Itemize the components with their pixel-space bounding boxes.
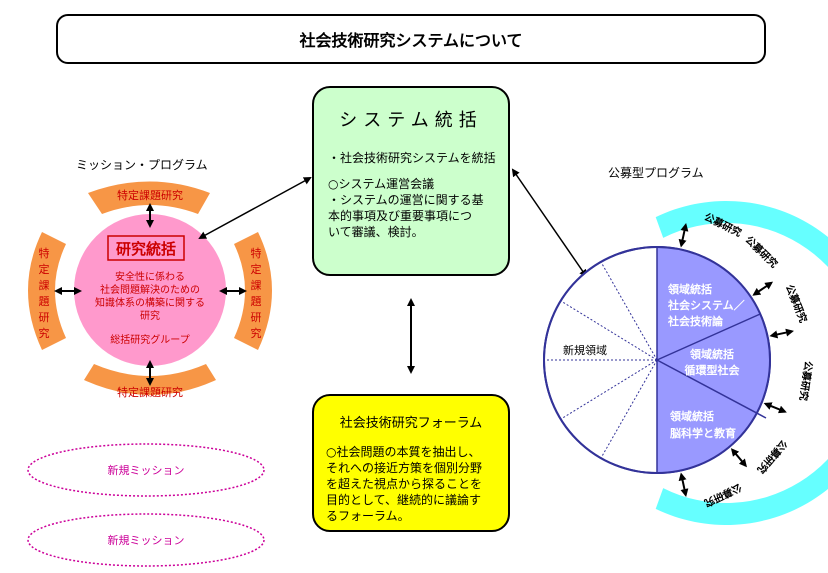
mission-center-title: 研究統括 (116, 240, 176, 258)
seg2-line2: 循環型社会 (685, 363, 741, 377)
new-mission-label-2: 新規ミッション (108, 533, 185, 547)
arrow-system-public (511, 168, 588, 278)
dotted-ray-5 (600, 359, 658, 459)
arc-top-label: 特定課題研究 (117, 188, 183, 202)
dotted-ray-1 (600, 261, 658, 361)
arc-top (88, 181, 210, 214)
divider-upper (656, 313, 761, 361)
koubo-label: 公募研究 (797, 360, 815, 401)
new-area-label: 新規領域 (563, 343, 607, 357)
arc-bottom-label: 特定課題研究 (117, 385, 183, 399)
new-mission-label-1: 新規ミッション (108, 463, 185, 477)
seg3-line2: 脳科学と教育 (670, 426, 736, 440)
mission-center-line4: 研究 (140, 309, 160, 322)
koubo-arrow (678, 223, 689, 248)
mission-center-circle (74, 214, 226, 366)
page-title-text: 社会技術研究システムについて (299, 31, 523, 50)
mission-center-group: 総括研究グループ (110, 333, 189, 346)
arc-right (234, 232, 272, 350)
arc-left-label-char: 課 (39, 278, 50, 292)
seg3-line1: 領域統括 (669, 409, 714, 423)
system-box-line5: いて審議、検討。 (328, 225, 424, 239)
arc-left-label-char: 特 (39, 246, 50, 260)
koubo-arrows (678, 223, 794, 497)
koubo-arrow (730, 448, 747, 468)
new-mission-ellipse-2 (27, 513, 265, 567)
arc-right-label: 特定課題研究 (251, 246, 262, 340)
koubo-label: 公募研究 (754, 437, 790, 476)
forum-box-line5: るフォーラム。 (326, 509, 410, 523)
arc-right-label-char: 定 (251, 262, 262, 276)
mission-program-label: ミッション・プログラム (76, 158, 208, 172)
system-box: システム統括 ・社会技術研究システムを統括 ○システム運営会議 ・システムの運営… (312, 86, 510, 276)
system-box-line4: 本的事項及び重要事項につ (328, 209, 473, 223)
seg1-line1: 領域統括 (667, 282, 712, 296)
koubo-label: 公募研究 (783, 283, 810, 325)
forum-box-line3: を超えた視点から探ることを (326, 477, 483, 491)
forum-box-title: 社会技術研究フォーラム (339, 416, 483, 431)
forum-box-line1: ○社会問題の本質を抽出し、 (326, 445, 481, 459)
seg1-line3: 社会技術論 (667, 314, 724, 328)
arrow-system-mission (198, 177, 312, 239)
arc-left (28, 232, 66, 350)
mission-center-line3: 知識体系の構築に関する (95, 296, 205, 309)
koubo-arrow (678, 472, 689, 497)
arc-left-label-char: 究 (39, 326, 50, 340)
arc-right-label-char: 究 (251, 326, 262, 340)
arc-right-label-char: 題 (251, 295, 262, 308)
divider-lower (656, 359, 767, 419)
mission-center-line1: 安全性に係わる (115, 270, 185, 283)
dotted-ray-2 (560, 300, 658, 361)
system-box-line2: ○システム運営会議 (328, 177, 435, 191)
new-mission-ellipse-1 (27, 443, 265, 497)
page-title: 社会技術研究システムについて (56, 14, 766, 64)
koubo-arrow (763, 402, 787, 414)
arc-left-label: 特定課題研究 (39, 246, 50, 340)
forum-box-line2: それへの接近方策を個別分野 (326, 461, 483, 475)
mission-center-line2: 社会問題解決のための (100, 283, 200, 296)
forum-box-line4: 目的として、継続的に議論す (326, 493, 482, 507)
arc-right-label-char: 研 (251, 311, 262, 324)
arc-left-label-char: 題 (39, 295, 50, 308)
forum-box: 社会技術研究フォーラム ○社会問題の本質を抽出し、 それへの接近方策を個別分野 … (312, 394, 510, 532)
koubo-arrow (752, 281, 774, 296)
system-box-line1: ・社会技術研究システムを統括 (328, 151, 496, 165)
system-box-title: システム統括 (339, 110, 483, 131)
dotted-ray-4 (560, 359, 658, 420)
arc-right-label-char: 課 (251, 278, 262, 292)
public-filled-half (657, 247, 770, 473)
koubo-ring (655, 201, 828, 525)
koubo-label: 公募研究 (743, 233, 781, 270)
public-program-label: 公募型プログラム (608, 166, 704, 180)
seg1-line2: 社会システム／ (667, 298, 745, 312)
seg2-line1: 領域統括 (689, 347, 734, 361)
mission-center-title-box (107, 235, 185, 261)
system-box-line3: ・システムの運営に関する基 (328, 193, 484, 207)
arc-left-label-char: 研 (39, 311, 50, 324)
koubo-arrow (769, 328, 794, 339)
arc-right-label-char: 特 (251, 246, 262, 260)
arc-left-label-char: 定 (39, 262, 50, 276)
